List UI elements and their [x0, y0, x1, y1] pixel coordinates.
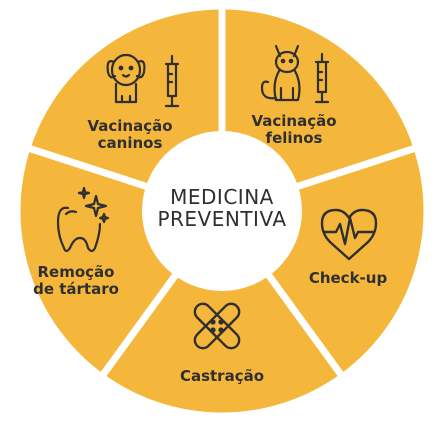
label-remocao-tartaro: Remoção de tártaro [26, 264, 126, 298]
center-title-line1: MEDICINA [170, 185, 274, 209]
dog-and-syringe-icon [106, 53, 180, 108]
label-vacinacao-caninos-line2: caninos [97, 134, 163, 152]
label-vacinacao-felinos-line2: felinos [265, 129, 323, 147]
label-remocao-tartaro-line1: Remoção [37, 263, 115, 281]
sparkling-tooth-icon [56, 186, 110, 253]
label-castracao-line1: Castração [179, 367, 265, 385]
label-vacinacao-caninos-line1: Vacinação [87, 117, 173, 135]
label-vacinacao-felinos: Vacinação felinos [246, 113, 342, 147]
crossed-bandage-icon [193, 302, 241, 350]
label-vacinacao-caninos: Vacinação caninos [82, 118, 178, 152]
center-circle [142, 131, 302, 291]
label-vacinacao-felinos-line1: Vacinação [251, 112, 337, 130]
label-check-up: Check-up [300, 270, 396, 287]
label-castracao: Castração [169, 368, 275, 385]
cat-and-syringe-icon [260, 44, 330, 104]
center-title-line2: PREVENTIVA [157, 207, 287, 231]
label-remocao-tartaro-line2: de tártaro [33, 280, 119, 298]
segment-castracao [96, 205, 348, 420]
label-check-up-line1: Check-up [308, 269, 388, 287]
heart-pulse-icon [320, 208, 378, 261]
center-title: MEDICINA PREVENTIVA [152, 186, 292, 230]
